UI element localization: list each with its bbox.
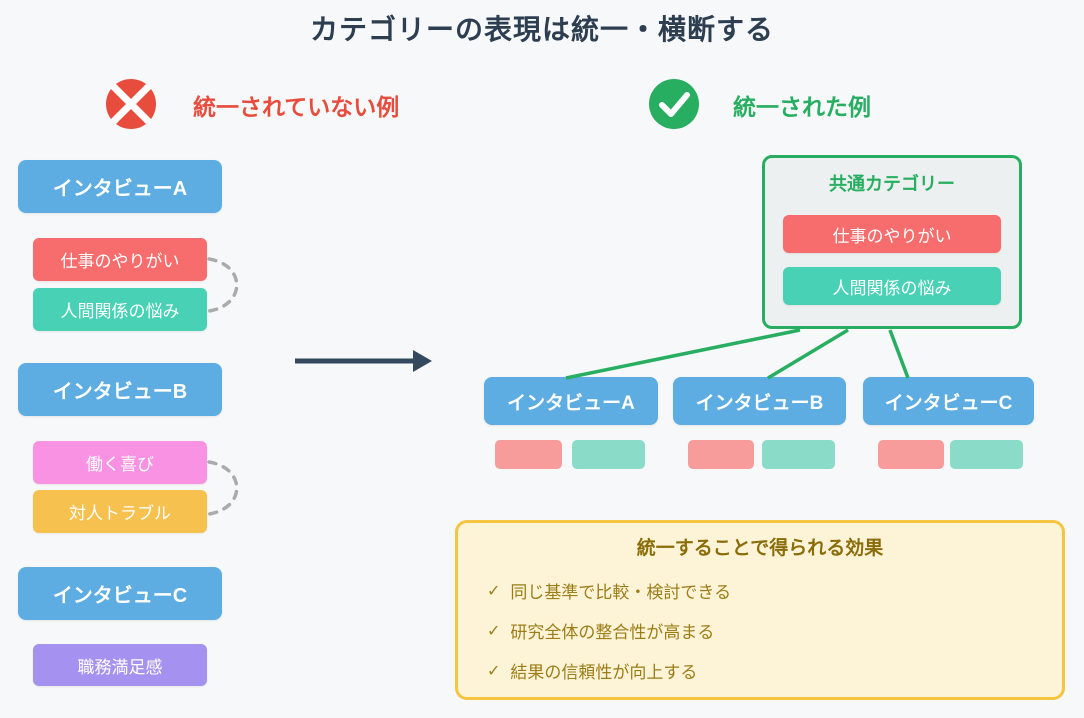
page-title: カテゴリーの表現は統一・横断する <box>309 14 774 45</box>
unified-interview-c-box: インタビューC <box>863 377 1034 425</box>
unified-interview-b-box: インタビューB <box>673 377 846 425</box>
chip-teal-a <box>572 440 645 469</box>
effect-item-text: 同じ基準で比較・検討できる <box>510 583 732 602</box>
dashed-link-a <box>207 257 239 313</box>
interview-b-box: インタビューB <box>18 363 222 416</box>
flow-arrow-head <box>413 350 432 372</box>
category-box-job-fulfillment: 職務満足感 <box>33 644 207 686</box>
effect-item-text: 研究全体の整合性が高まる <box>510 623 715 642</box>
good-example-header: 統一された例 <box>733 94 871 120</box>
chip-red-a <box>495 440 562 469</box>
common-link-a <box>565 328 801 380</box>
bad-example-header: 統一されていない例 <box>193 94 400 120</box>
dashed-link-b <box>207 460 239 516</box>
chip-teal-c <box>950 440 1023 469</box>
common-category-title: 共通カテゴリー <box>829 174 955 194</box>
check-circle-icon <box>648 78 700 130</box>
x-circle-icon <box>105 78 157 130</box>
effect-item-text: 結果の信頼性が向上する <box>510 663 698 682</box>
interview-a-box: インタビューA <box>18 160 222 213</box>
category-box-job-satisfaction: 仕事のやりがい <box>33 238 207 281</box>
check-icon: ✓ <box>487 662 501 680</box>
unified-interview-a-box: インタビューA <box>484 377 658 425</box>
category-box-relationship-worries: 人間関係の悩み <box>33 288 207 331</box>
effect-item-2: ✓ 研究全体の整合性が高まる <box>487 618 1047 643</box>
chip-red-b <box>688 440 754 469</box>
chip-red-c <box>878 440 944 469</box>
chip-teal-b <box>762 440 835 469</box>
common-category-job-satisfaction: 仕事のやりがい <box>783 215 1001 253</box>
check-icon: ✓ <box>487 582 501 600</box>
effect-item-3: ✓ 結果の信頼性が向上する <box>487 658 1047 683</box>
effects-box <box>455 520 1065 700</box>
effect-item-1: ✓ 同じ基準で比較・検討できる <box>487 578 1047 603</box>
interview-c-box: インタビューC <box>18 567 222 620</box>
category-box-interpersonal-trouble: 対人トラブル <box>33 490 207 533</box>
category-box-joy-of-work: 働く喜び <box>33 441 207 484</box>
effects-title: 統一することで得られる効果 <box>636 538 884 559</box>
common-category-relationship-worries: 人間関係の悩み <box>783 267 1001 305</box>
check-icon: ✓ <box>487 622 501 640</box>
common-link-c <box>888 329 910 379</box>
common-link-b <box>767 328 849 380</box>
